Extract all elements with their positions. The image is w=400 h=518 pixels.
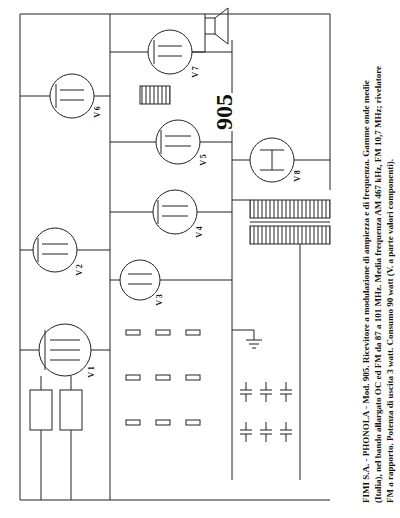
- capacitor-symbol: [260, 422, 272, 442]
- tube-label: V 1: [87, 365, 97, 379]
- capacitor-symbol: [240, 422, 252, 442]
- tube-label: V 5: [199, 153, 209, 167]
- resistor-symbol: [186, 420, 200, 425]
- resistor-symbol: [156, 330, 170, 335]
- resistor-symbol: [186, 375, 200, 380]
- tube-label: V 7: [191, 65, 201, 79]
- resistor-symbol: [156, 420, 170, 425]
- resistor-symbol: [126, 330, 140, 335]
- tube-label: V 4: [195, 225, 205, 239]
- capacitor-symbol: [260, 382, 272, 402]
- tube-label: V 8: [293, 169, 303, 183]
- tube-label: V 3: [155, 293, 165, 307]
- model-number: 905: [211, 93, 237, 131]
- resistor-symbol: [126, 375, 140, 380]
- capacitor-symbol: [240, 382, 252, 402]
- resistor-symbol: [156, 375, 170, 380]
- tube-label: V 6: [93, 105, 103, 119]
- title: FIMI S.A. - PHONOLA - Mod. 905. Ricevito…: [361, 159, 371, 503]
- tube-label: V 2: [75, 263, 85, 277]
- resistor-symbol: [186, 330, 200, 335]
- title-block: FIMI S.A. - PHONOLA - Mod. 905. Ricevito…: [360, 53, 396, 503]
- resistor-symbol: [126, 420, 140, 425]
- capacitor-symbol: [280, 422, 292, 442]
- capacitor-symbol: [280, 382, 292, 402]
